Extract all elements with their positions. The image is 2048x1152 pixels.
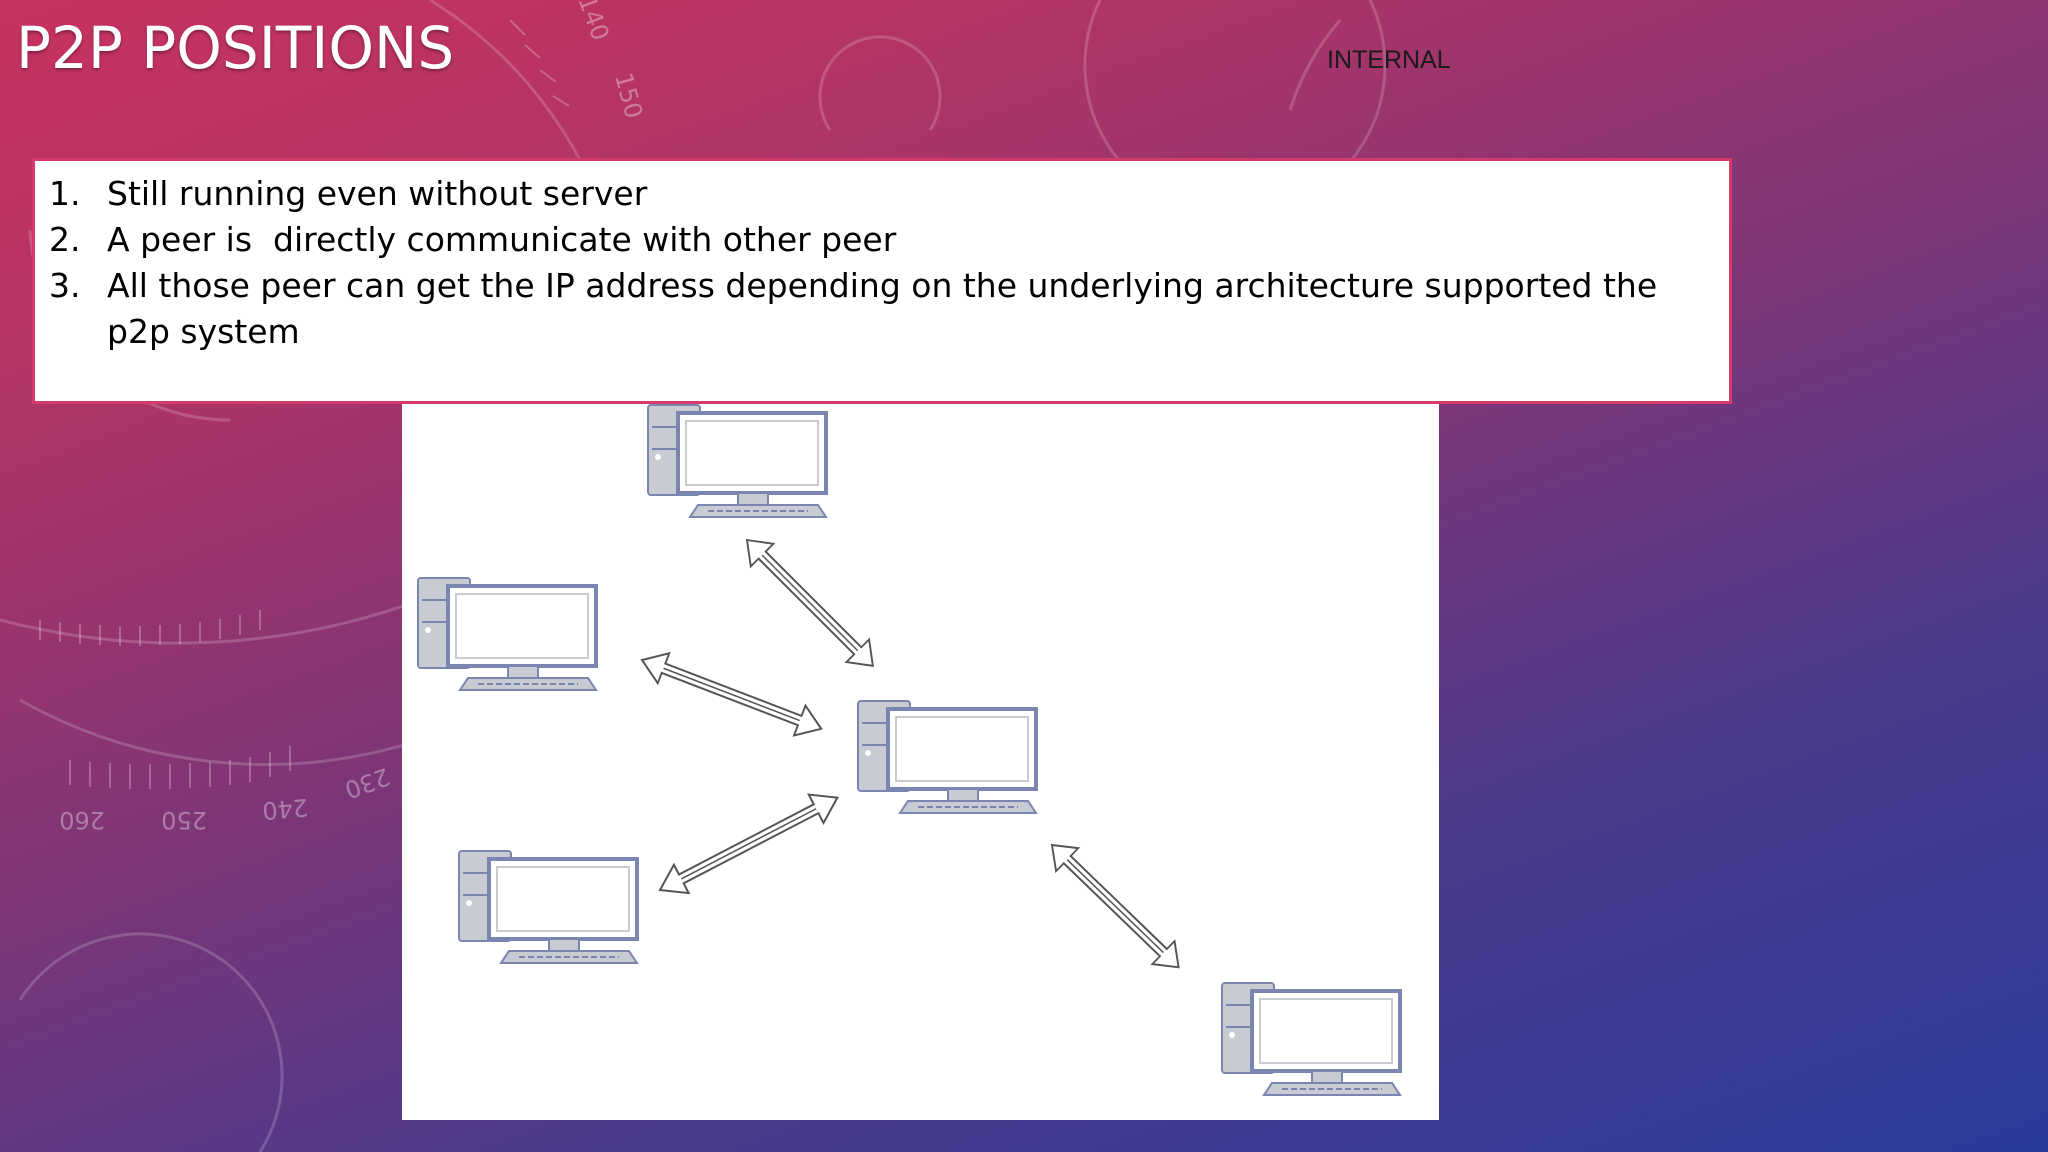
arrow-bottomleft-center bbox=[651, 782, 846, 906]
dial-number: 260 bbox=[59, 806, 105, 834]
list-item: 2. A peer is directly communicate with o… bbox=[49, 217, 1709, 263]
list-item: 1. Still running even without server bbox=[49, 171, 1709, 217]
arrow-center-bottomright bbox=[1039, 832, 1191, 980]
slide-title: P2P POSITIONS bbox=[16, 14, 455, 82]
computer-bottom-right bbox=[1220, 981, 1402, 1097]
list-item: 3. All those peer can get the IP address… bbox=[49, 263, 1709, 355]
points-text-box: 1. Still running even without server 2. … bbox=[32, 158, 1732, 404]
list-item-text: A peer is directly communicate with othe… bbox=[107, 220, 897, 259]
dial-number: 140 bbox=[573, 0, 615, 44]
list-item-number: 3. bbox=[49, 266, 81, 305]
classification-label: INTERNAL bbox=[1327, 46, 1451, 74]
points-list: 1. Still running even without server 2. … bbox=[49, 171, 1709, 355]
computer-bottom-left bbox=[457, 849, 639, 965]
dial-number: 230 bbox=[341, 762, 394, 804]
computer-top bbox=[646, 403, 828, 519]
arrow-left-center bbox=[635, 644, 828, 745]
computer-left bbox=[416, 576, 598, 692]
p2p-network-diagram bbox=[416, 403, 1402, 1097]
list-item-number: 2. bbox=[49, 220, 81, 259]
p2p-diagram bbox=[402, 395, 1439, 1120]
list-item-text: All those peer can get the IP address de… bbox=[107, 266, 1658, 351]
list-item-number: 1. bbox=[49, 174, 81, 213]
dial-number: 150 bbox=[609, 70, 648, 121]
dial-number: 240 bbox=[261, 793, 309, 825]
dial-number: 250 bbox=[161, 806, 207, 834]
computer-center bbox=[856, 699, 1038, 815]
arrow-top-center bbox=[734, 527, 886, 679]
list-item-text: Still running even without server bbox=[107, 174, 648, 213]
